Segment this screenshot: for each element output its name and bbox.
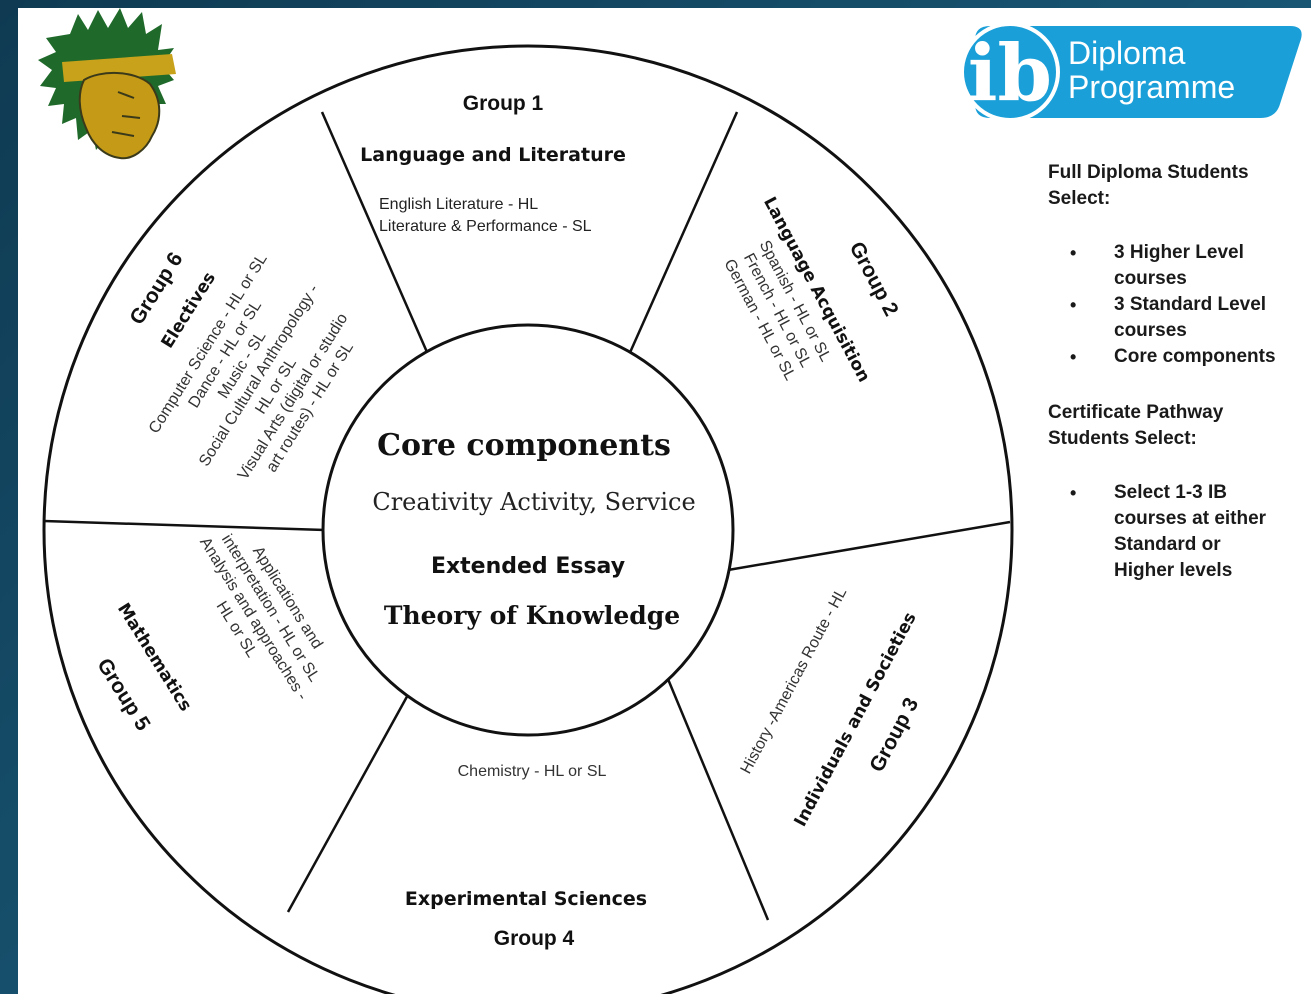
- warrior-head-icon: [38, 8, 176, 160]
- divider-3: [727, 520, 1011, 572]
- diagram-sheet: ib Diploma Programme Core components Cre…: [18, 8, 1311, 994]
- certificate-panel: Certificate Pathway Students Select: Sel…: [1048, 400, 1310, 584]
- full-diploma-heading-2: Select:: [1048, 188, 1111, 209]
- core-tok: Theory of Knowledge: [384, 601, 680, 630]
- group1-name: Language and Literature: [360, 144, 626, 166]
- divider-1: [320, 111, 432, 360]
- group1-course: Literature & Performance - SL: [379, 218, 592, 235]
- list-item: Core components: [1048, 344, 1310, 370]
- group1-section: Group 1 Language and Literature English …: [360, 92, 626, 235]
- group1-course: English Literature - HL: [379, 196, 538, 213]
- certificate-heading-2: Students Select:: [1048, 428, 1197, 449]
- core-cas: Creativity Activity, Service: [372, 488, 695, 516]
- core-essay: Extended Essay: [431, 554, 625, 579]
- divider-4: [661, 666, 770, 921]
- svg-text:ib: ib: [968, 28, 1052, 119]
- divider-6: [43, 519, 326, 532]
- divider-5: [286, 672, 422, 913]
- logo-line1: Diploma: [1068, 35, 1186, 71]
- group4-number: Group 4: [494, 927, 575, 950]
- group4-name: Experimental Sciences: [405, 888, 647, 910]
- ib-logo-icon: ib Diploma Programme: [960, 22, 1302, 122]
- full-diploma-heading: Full Diploma Students: [1048, 162, 1249, 183]
- core-title: Core components: [377, 428, 671, 463]
- group4-course: Chemistry - HL or SL: [458, 763, 607, 780]
- certificate-heading: Certificate Pathway: [1048, 402, 1224, 423]
- ib-wheel-diagram: ib Diploma Programme Core components Cre…: [38, 8, 1302, 994]
- group4-section: Chemistry - HL or SL Experimental Scienc…: [405, 763, 647, 950]
- group1-number: Group 1: [463, 92, 544, 115]
- full-diploma-panel: Full Diploma Students Select: 3 Higher L…: [1048, 160, 1310, 370]
- divider-2: [622, 111, 739, 367]
- logo-line2: Programme: [1068, 69, 1235, 105]
- core-circle: [321, 323, 735, 737]
